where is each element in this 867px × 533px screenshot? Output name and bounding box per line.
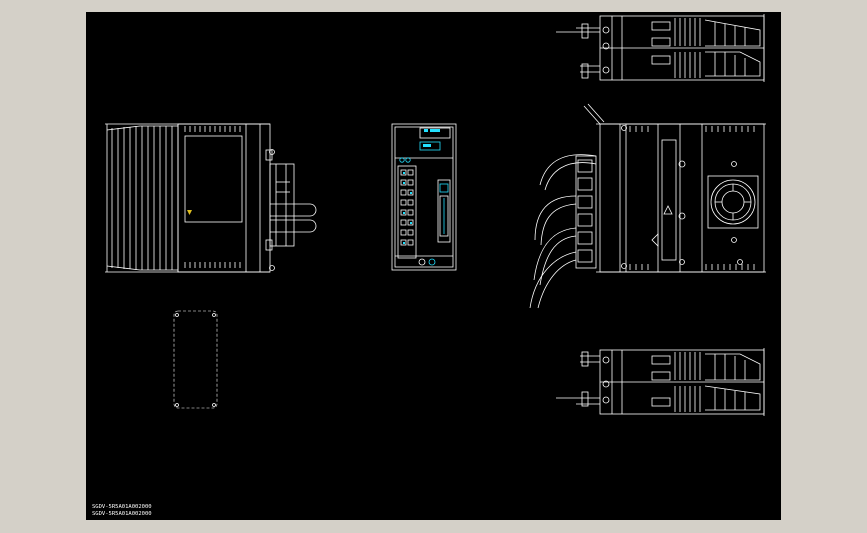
drawing-area[interactable] — [86, 12, 781, 520]
servo-drive-bottom-view — [556, 348, 765, 416]
mounting-cutout-outline — [173, 310, 218, 409]
servo-drive-side-view — [105, 123, 317, 273]
model-label-2: SGDV-5R5A01A002000 — [92, 511, 152, 517]
servo-drive-rear-view — [529, 103, 766, 309]
model-label-1: SGDV-5R5A01A002000 — [92, 504, 152, 510]
servo-drive-top-view — [556, 14, 765, 82]
servo-drive-front-view — [391, 123, 457, 271]
